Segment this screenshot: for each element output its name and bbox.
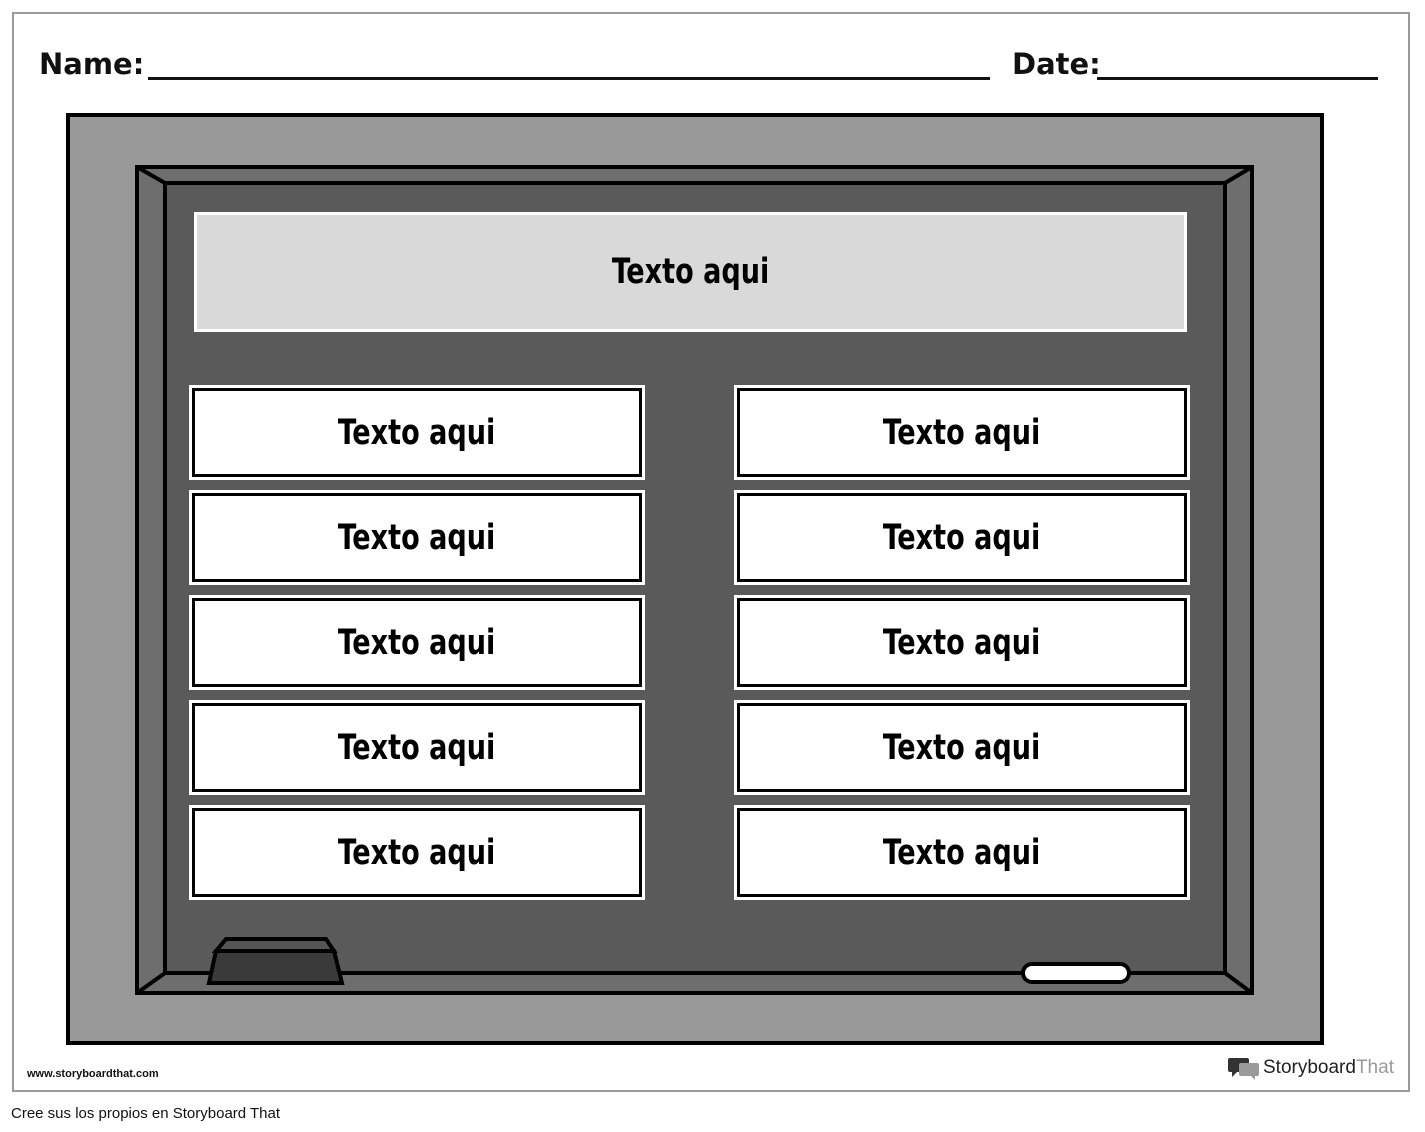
right-text-box-1[interactable]: Texto aqui	[734, 385, 1190, 480]
left-text-3: Texto aqui	[338, 622, 496, 663]
date-label: Date:	[1012, 47, 1101, 81]
left-text-box-4[interactable]: Texto aqui	[189, 700, 645, 795]
left-text-5: Texto aqui	[338, 832, 496, 873]
left-text-1: Texto aqui	[338, 412, 496, 453]
right-text-2: Texto aqui	[883, 517, 1041, 558]
left-text-2: Texto aqui	[338, 517, 496, 558]
left-text-4: Texto aqui	[338, 727, 496, 768]
right-text-box-3[interactable]: Texto aqui	[734, 595, 1190, 690]
left-text-box-5[interactable]: Texto aqui	[189, 805, 645, 900]
left-text-box-1[interactable]: Texto aqui	[189, 385, 645, 480]
website-url[interactable]: www.storyboardthat.com	[27, 1068, 159, 1080]
left-text-box-2[interactable]: Texto aqui	[189, 490, 645, 585]
brand-name-part2: That	[1355, 1057, 1394, 1078]
right-text-4: Texto aqui	[883, 727, 1041, 768]
board-title-box[interactable]: Texto aqui	[194, 212, 1187, 332]
chalk-icon	[1021, 962, 1131, 984]
eraser-icon	[206, 937, 345, 985]
speech-bubbles-icon	[1228, 1058, 1259, 1080]
right-text-box-4[interactable]: Texto aqui	[734, 700, 1190, 795]
footer-caption[interactable]: Cree sus los propios en Storyboard That	[11, 1105, 281, 1122]
board-title-text: Texto aqui	[611, 252, 770, 292]
right-text-1: Texto aqui	[883, 412, 1041, 453]
right-text-5: Texto aqui	[883, 832, 1041, 873]
date-field-line[interactable]	[1097, 77, 1378, 80]
brand-name-part1: Storyboard	[1263, 1057, 1356, 1078]
left-text-box-3[interactable]: Texto aqui	[189, 595, 645, 690]
name-field-line[interactable]	[148, 77, 990, 80]
right-text-box-5[interactable]: Texto aqui	[734, 805, 1190, 900]
name-label: Name:	[39, 47, 145, 81]
right-text-box-2[interactable]: Texto aqui	[734, 490, 1190, 585]
right-text-3: Texto aqui	[883, 622, 1041, 663]
